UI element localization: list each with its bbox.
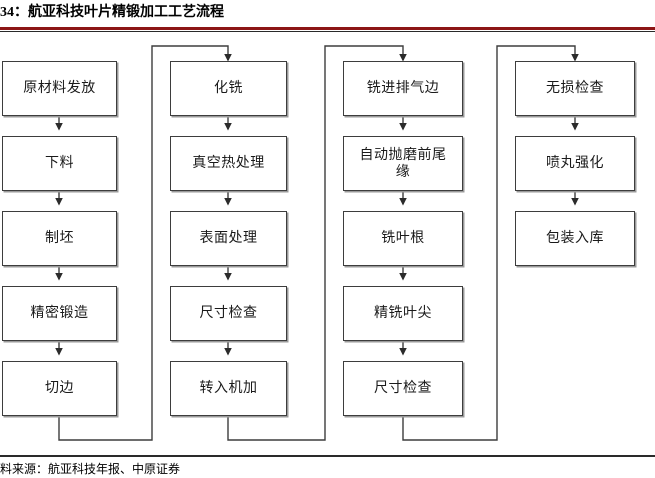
flow-node-label: 喷丸强化 [546,156,604,171]
title-divider-accent [0,27,655,30]
flow-node-label: 切边 [45,381,74,396]
flow-node-chemical-milling[interactable]: 化铣 [170,61,287,116]
flow-connectors [55,45,579,441]
source-note: 料来源：航亚科技年报、中原证券 [0,462,181,476]
flow-node-raw-material-issue[interactable]: 原材料发放 [2,61,117,116]
flow-node-dimensional-inspection-1[interactable]: 尺寸检查 [170,286,287,341]
flow-node-shot-peening[interactable]: 喷丸强化 [515,136,635,191]
flow-node-label: 原材料发放 [23,81,96,96]
flow-node-label: 铣进排气边 [366,81,440,96]
flow-node-label: 制坯 [45,231,74,246]
flow-node-label: 化铣 [214,81,243,96]
process-flow-diagram: 原材料发放 下料 制坯 精密锻造 切边 化铣 真空热处理 表面处理 尺寸检查 转… [0,36,655,452]
flow-node-precision-forging[interactable]: 精密锻造 [2,286,117,341]
flow-node-trimming[interactable]: 切边 [2,361,117,416]
flow-node-label: 下料 [45,156,74,171]
flow-node-transfer-to-machining[interactable]: 转入机加 [170,361,287,416]
flow-node-finish-mill-blade-tip[interactable]: 精铣叶尖 [343,286,463,341]
flow-node-mill-blade-root[interactable]: 铣叶根 [343,211,463,266]
flow-node-label: 精铣叶尖 [374,306,432,321]
flow-node-vacuum-heat-treatment[interactable]: 真空热处理 [170,136,287,191]
flow-node-label: 尺寸检查 [199,306,258,321]
page-title: 34：航亚科技叶片精锻加工工艺流程 [0,5,224,20]
flow-node-packaging-warehousing[interactable]: 包装入库 [515,211,635,266]
flow-node-label: 尺寸检查 [374,381,432,396]
flow-node-non-destructive-inspection[interactable]: 无损检查 [515,61,635,116]
flow-node-label: 真空热处理 [192,156,265,171]
flow-node-mill-exhaust-edge[interactable]: 铣进排气边 [343,61,463,116]
flow-node-label: 自动抛磨前尾 缘 [359,147,447,180]
flow-node-label: 铣叶根 [381,231,425,246]
flow-node-label: 转入机加 [199,381,258,396]
flow-node-blanking[interactable]: 下料 [2,136,117,191]
flow-node-label: 表面处理 [199,231,258,246]
flow-node-label: 无损检查 [546,81,604,96]
flow-node-billet-making[interactable]: 制坯 [2,211,117,266]
flow-node-auto-polish-leading-trailing-edge[interactable]: 自动抛磨前尾 缘 [343,136,463,191]
title-divider [0,31,655,32]
flow-node-surface-treatment[interactable]: 表面处理 [170,211,287,266]
flow-node-dimensional-inspection-2[interactable]: 尺寸检查 [343,361,463,416]
flow-node-label: 包装入库 [546,231,604,246]
flow-node-label: 精密锻造 [30,306,89,321]
footer-divider [0,455,655,457]
